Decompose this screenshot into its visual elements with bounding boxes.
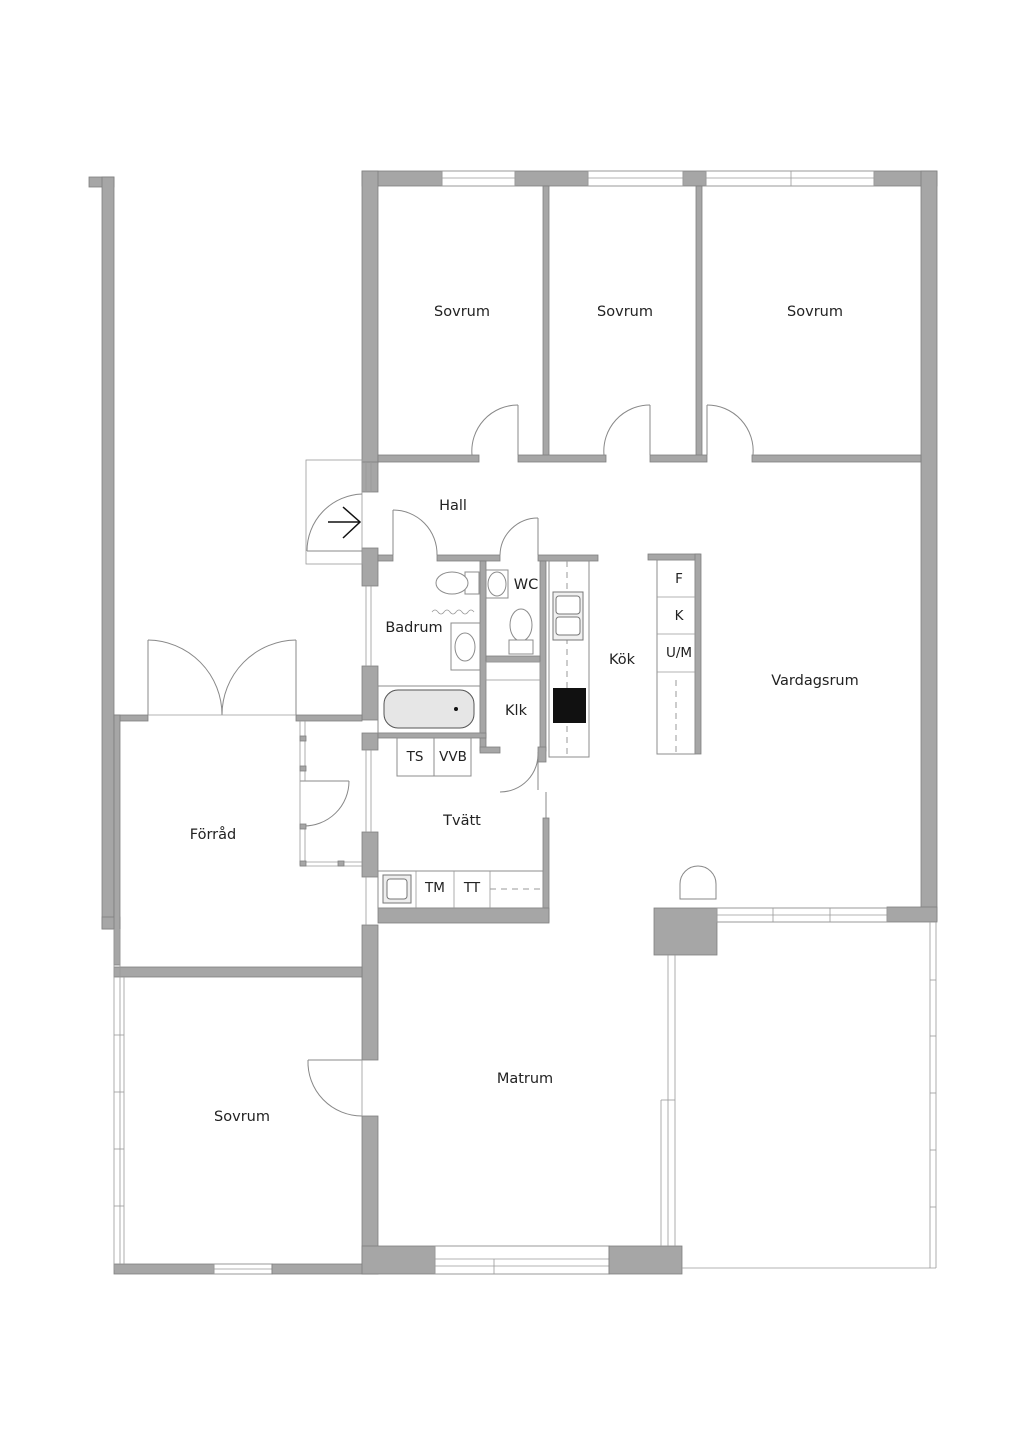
glazed-veranda [660, 922, 937, 1269]
room-label-klk: Klk [505, 703, 527, 719]
side-windows [365, 462, 372, 925]
living-room-window [716, 907, 888, 923]
room-label-vardagsrum: Vardagsrum [771, 673, 859, 689]
room-label-sovrum-1: Sovrum [434, 304, 490, 320]
room-label-hall: Hall [439, 498, 467, 514]
appliance-label-oven-micro: U/M [665, 645, 693, 661]
appliance-label-dryer-cabinet: TS [406, 749, 424, 765]
top-windows [441, 170, 875, 187]
doors [147, 404, 754, 1117]
glazed-wall-left [113, 929, 125, 1270]
fixtures [377, 559, 717, 909]
room-label-sovrum-4: Sovrum [214, 1109, 270, 1125]
appliance-label-water-heater: VVB [439, 749, 467, 765]
room-label-sovrum-2: Sovrum [597, 304, 653, 320]
room-label-sovrum-3: Sovrum [787, 304, 843, 320]
appliance-label-freezer: K [674, 608, 684, 624]
exterior-walls [88, 170, 938, 930]
room-label-wc: WC [513, 577, 539, 593]
appliance-label-washing-machine: TM [425, 880, 445, 896]
appliance-label-tumble-dryer: TT [463, 880, 481, 896]
bottom-walls [113, 1245, 683, 1275]
room-label-matrum: Matrum [496, 1071, 554, 1087]
room-label-tvatt: Tvätt [443, 813, 481, 829]
room-label-badrum: Badrum [385, 620, 443, 636]
room-label-kok: Kök [608, 652, 636, 668]
room-label-forrad: Förråd [189, 827, 237, 843]
appliance-label-fridge: F [675, 571, 683, 587]
